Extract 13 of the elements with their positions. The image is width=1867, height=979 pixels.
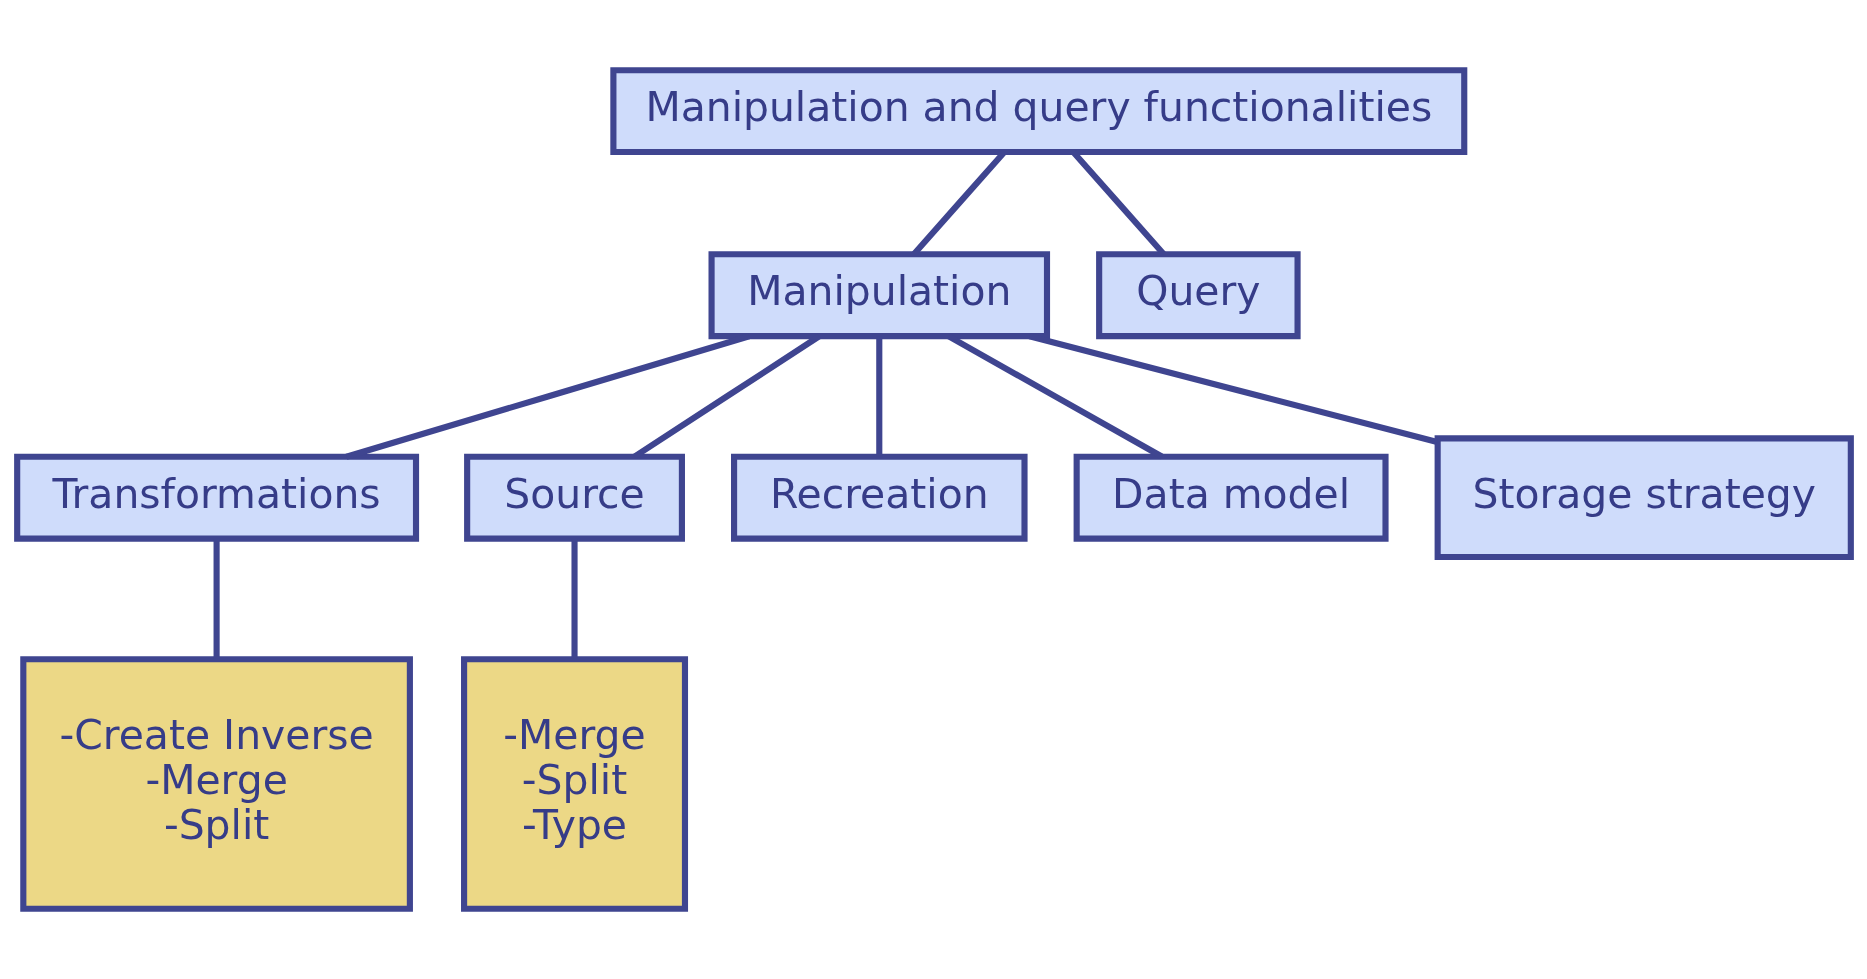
connector bbox=[875, 336, 882, 457]
node-box: Query bbox=[1095, 251, 1301, 340]
node-box: Manipulation and query functionalities bbox=[609, 67, 1467, 156]
node-box: Source bbox=[463, 453, 685, 542]
node-box: Recreation bbox=[730, 453, 1028, 542]
node-box: Data model bbox=[1073, 453, 1389, 542]
node-box: Manipulation bbox=[708, 251, 1050, 340]
node-box: -Create Inverse -Merge -Split bbox=[19, 656, 413, 912]
connector bbox=[213, 539, 220, 659]
connector bbox=[570, 539, 578, 659]
node-box: -Merge -Split -Type bbox=[460, 656, 688, 912]
node-box: Transformations bbox=[13, 453, 419, 542]
node-box: Storage strategy bbox=[1434, 435, 1854, 561]
